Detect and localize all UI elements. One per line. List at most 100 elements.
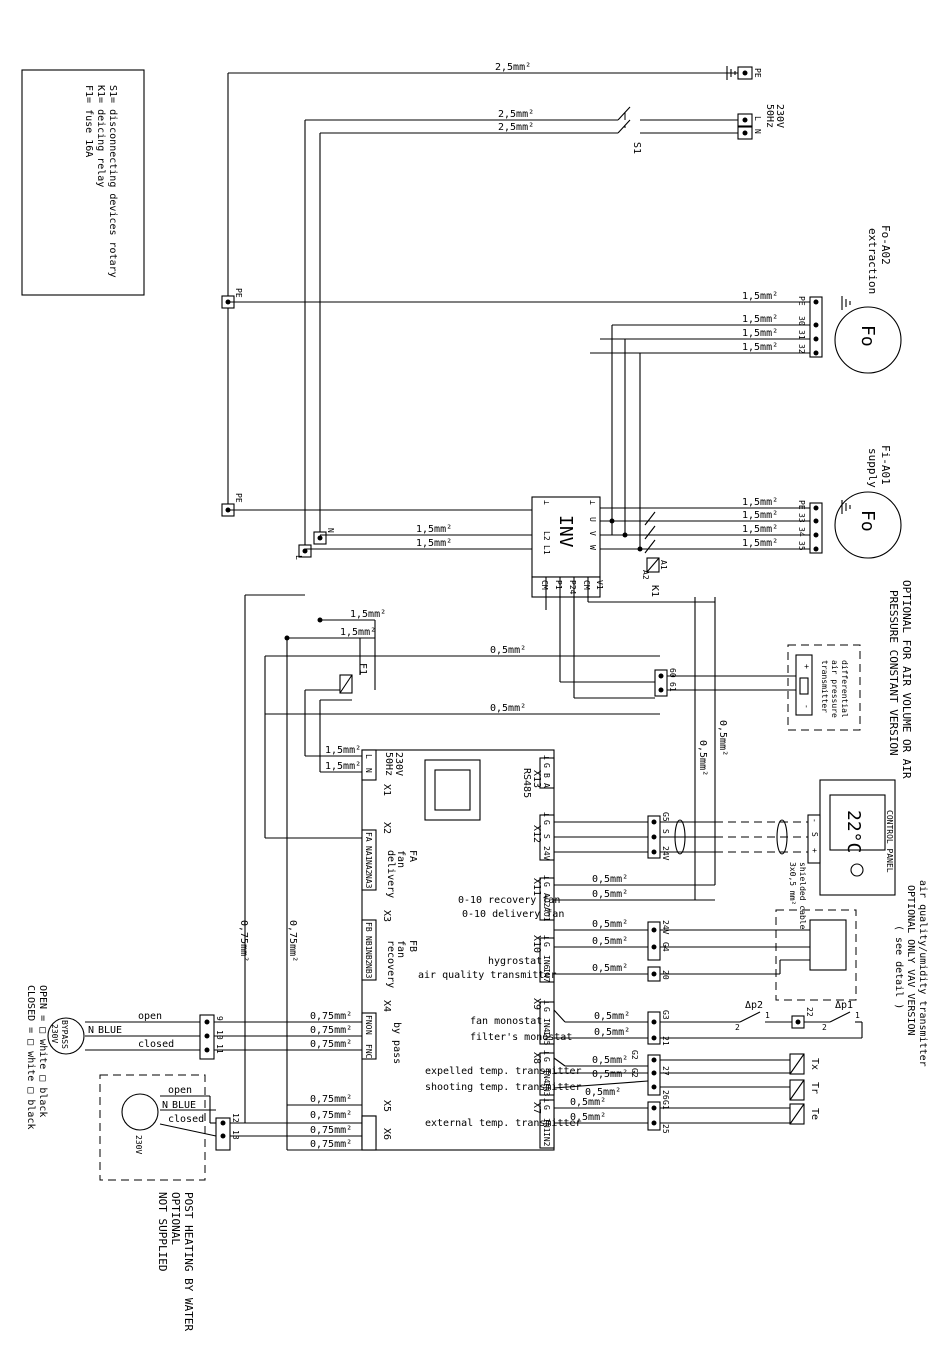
x7-name: X7 xyxy=(531,1102,542,1114)
x10-pin-gnd: ⊥ xyxy=(542,935,551,940)
control-panel-display: 22°C xyxy=(843,810,864,853)
x11-wire-2: 0,5mm² xyxy=(592,889,628,900)
x1-pin-l: L xyxy=(364,754,373,759)
pressure-terminal-61: 61 xyxy=(668,682,677,692)
post-heating-line-3: NOT SUPPLIED xyxy=(156,1192,169,1271)
pressure-terminal-60: 60 xyxy=(668,668,677,678)
cp-terminal-s: S xyxy=(661,829,670,834)
pressure-sensor-line-3: transmitter xyxy=(820,660,829,713)
x1-voltage: 230V xyxy=(393,752,404,776)
extraction-terminal-32: 32 xyxy=(797,344,806,354)
x4-pin-fno: FNO xyxy=(364,1015,373,1030)
x2-line-2: delivery xyxy=(385,850,396,898)
dp1-label: Δp1 xyxy=(835,1000,853,1011)
supply-frequency: 50Hz xyxy=(764,104,775,128)
internal-power-wiring: 1,5mm² 1,5mm² F1 0,5mm² 0,5mm² 1,5mm² 1,… xyxy=(238,594,660,1120)
control-panel-label: CONTROL PANEL xyxy=(885,810,894,873)
wire-075-a: 0,75mm² xyxy=(238,920,249,962)
pe-label-upper: PE xyxy=(234,288,243,298)
terminal-pe: PE xyxy=(753,68,762,78)
wire-size-pe: 2,5mm² xyxy=(495,62,531,73)
x7-pin-in2: IN2 xyxy=(542,1132,551,1147)
pressure-minus: - xyxy=(802,704,811,709)
x6-wire-2: 0,75mm² xyxy=(310,1139,352,1150)
cable-label: shielded cable xyxy=(798,862,807,930)
x4-pin-fnc: FNC xyxy=(364,1044,373,1059)
temp-terminal-25: 25 xyxy=(661,1124,670,1134)
relay-a2: A2 xyxy=(641,570,650,580)
relay-k1: K1 xyxy=(649,585,660,597)
bypass-wiring: 9 10 11 0,75mm² 0,75mm² 0,75mm² BYPASS 2… xyxy=(25,985,362,1130)
inverter-terminal-pe: ⊥ xyxy=(588,500,597,505)
x7-wire-1: 0,5mm² xyxy=(570,1097,606,1108)
supply-fan: Fo Fi-A01 supply PE 33 34 35 1,5mm² 1,5m… xyxy=(600,445,902,559)
pressure-plus: + xyxy=(802,664,811,669)
x10-wire-3: 0,5mm² xyxy=(592,963,628,974)
x2-pin-na3: NA3 xyxy=(364,874,373,889)
x8-pin-in3: IN3 xyxy=(542,1082,551,1097)
x1-name: X1 xyxy=(381,784,392,796)
supply-fan-subtitle: supply xyxy=(866,448,879,488)
cp-terminal-24v: 24V xyxy=(661,846,670,861)
x8-name: X8 xyxy=(531,1052,542,1064)
control-panel: 22°C CONTROL PANEL - S + G5 S 24V shield… xyxy=(554,597,896,930)
temp-terminal-26: 26 xyxy=(661,1090,670,1100)
extraction-fan-symbol: Fo xyxy=(857,325,878,347)
x8-label-1: expelled temp. transmitter xyxy=(425,1066,582,1077)
monostat-terminal-21: 21 xyxy=(661,1036,670,1046)
inverter-wire-l1: 1,5mm² xyxy=(416,538,452,549)
bypass-label: BYPASS xyxy=(60,1020,69,1049)
post-heating-voltage: 230V xyxy=(134,1135,143,1154)
x11-pin-gnd: ⊥ xyxy=(542,875,551,880)
x6-name: X6 xyxy=(381,1128,392,1140)
supply-terminal-35: 35 xyxy=(797,541,806,551)
x3-pin-nb1: NB1 xyxy=(364,936,373,951)
supply-wire-33: 1,5mm² xyxy=(742,510,778,521)
x9-pin-gnd: ⊥ xyxy=(542,1000,551,1005)
x9-wire-1: 0,5mm² xyxy=(594,1011,630,1022)
x4-wire-1: 0,75mm² xyxy=(310,1011,352,1022)
inverter-terminal-w: W xyxy=(588,545,597,550)
supply-wire-34: 1,5mm² xyxy=(742,524,778,535)
temp-terminal-g2a: G2 xyxy=(630,1050,639,1060)
x6-wire-1: 0,75mm² xyxy=(310,1125,352,1136)
extraction-fan: Fo Fo-A02 extraction PE 30 31 32 1,5mm² … xyxy=(590,225,902,374)
temp-terminal-g1: G1 xyxy=(661,1100,670,1110)
x4-pin-n: N xyxy=(364,1030,373,1035)
inverter-io-v1: V1 xyxy=(595,580,604,590)
quality-terminal-20: 20 xyxy=(661,970,670,980)
x3-name: X3 xyxy=(381,910,392,922)
wire-05-b: 0,5mm² xyxy=(490,703,526,714)
post-n: N xyxy=(162,1100,168,1111)
x11-label-1: 0-10 recovery fan xyxy=(458,895,560,906)
dp1-pin-1: 1 xyxy=(855,1011,860,1020)
inverter-terminal-l1: L1 xyxy=(542,545,551,555)
mains-supply: 2,5mm² 2,5mm² 2,5mm² S1 PE L N 230V 50Hz xyxy=(227,62,785,548)
bypass-open: open xyxy=(138,1011,162,1022)
inverter-terminal-l2: L2 xyxy=(542,531,551,541)
x7-pin-gnd: ⊥ xyxy=(542,1098,551,1103)
extraction-wire-32: 1,5mm² xyxy=(742,342,778,353)
x3-line-2: recovery xyxy=(385,940,396,988)
x3-line-1: fan xyxy=(395,940,406,958)
x2-pin-fa: FA xyxy=(364,832,373,842)
x9-pin-in4: IN4 xyxy=(542,1018,551,1033)
air-quality-transmitter: air quality/umidity transmitter OPTIONAL… xyxy=(554,880,928,1067)
x13-pin-a: A xyxy=(542,783,551,788)
x1-wire-l: 1,5mm² xyxy=(325,745,361,756)
supply-wire-35: 1,5mm² xyxy=(742,538,778,549)
x9-pin-g: G xyxy=(542,1007,551,1012)
supply-voltage: 230V xyxy=(774,104,785,128)
x3-title: FB xyxy=(407,940,418,952)
bypass-state-closed: CLOSED = □ white □ black xyxy=(25,985,36,1130)
post-blue: BLUE xyxy=(172,1100,196,1111)
x4-title: by pass xyxy=(391,1022,402,1064)
bypass-voltage: 230V xyxy=(50,1024,59,1043)
cp-terminal-g5: G5 xyxy=(661,812,670,822)
legend: S1= disconnecting devices rotary K1= dei… xyxy=(21,69,145,296)
bypass-terminal-11: 11 xyxy=(215,1044,224,1054)
x2-title: FA xyxy=(407,850,418,862)
fuse-wire-2: 1,5mm² xyxy=(340,627,376,638)
inverter: INV ⊥ U V W ⊥ L2 L1 CM P1 P24 CM V1 1,5m… xyxy=(305,325,668,598)
supply-wire-pe: 1,5mm² xyxy=(742,497,778,508)
